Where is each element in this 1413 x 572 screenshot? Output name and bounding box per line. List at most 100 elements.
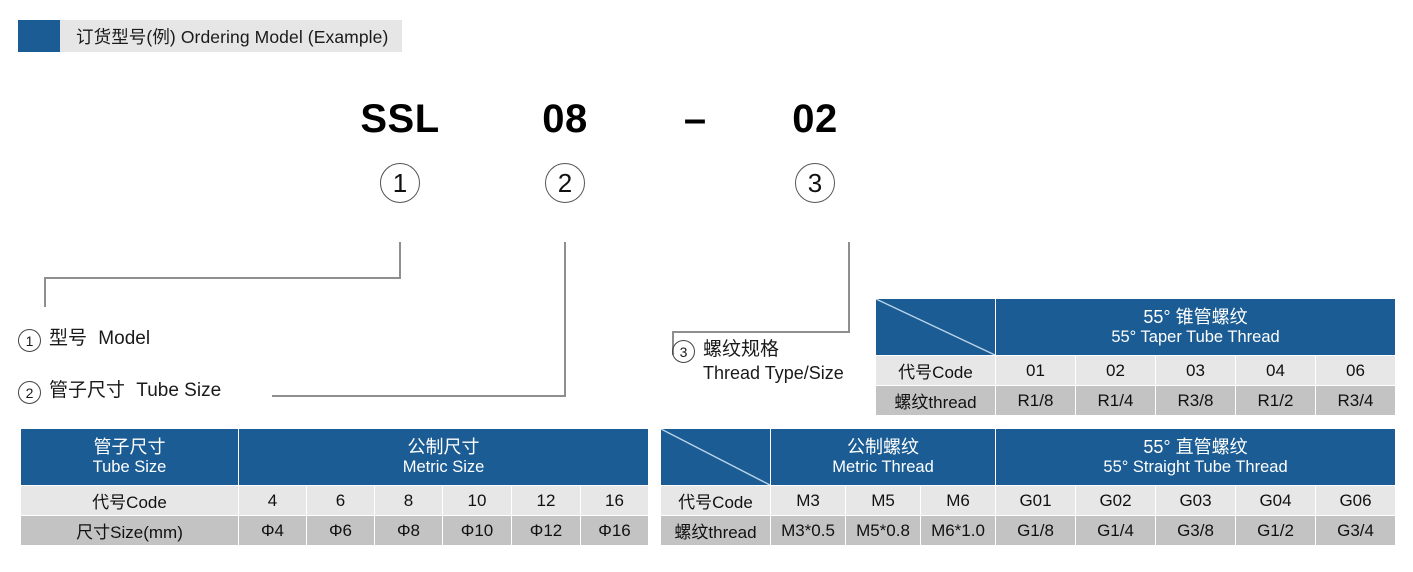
- tube-size-code-cell: 8: [374, 485, 443, 516]
- tube-size-value-cell: Φ8: [374, 515, 443, 546]
- table-row: 螺纹thread M3*0.5 M5*0.8 M6*1.0 G1/8 G1/4 …: [660, 515, 1397, 546]
- taper-code-cell: 04: [1235, 355, 1316, 386]
- model-code-marker-3: 3: [795, 163, 835, 203]
- tube-size-code-cell: 6: [306, 485, 375, 516]
- leader-line-3-vertical-right: [848, 242, 850, 332]
- straight-thread-header-cn: 55° 直管螺纹: [1143, 436, 1248, 457]
- tube-size-header-right-cn: 公制尺寸: [407, 436, 480, 457]
- table-row: 螺纹thread R1/8 R1/4 R3/8 R1/2 R3/4: [875, 385, 1396, 416]
- leader-line-1-vertical-right: [399, 242, 401, 278]
- legend-item-2: 2 管子尺寸 Tube Size: [18, 379, 221, 404]
- model-code-marker-1: 1: [380, 163, 420, 203]
- metric-code-cell: M5: [845, 485, 921, 516]
- taper-code-cell: 02: [1075, 355, 1156, 386]
- model-code-part-2: 08: [542, 97, 588, 141]
- diagonal-divider-icon: [661, 429, 770, 485]
- taper-thread-cell: R3/4: [1315, 385, 1396, 416]
- straight-code-cell: G02: [1075, 485, 1157, 516]
- legend-cn-2: 管子尺寸: [49, 380, 126, 401]
- leader-line-1-vertical-left: [44, 277, 46, 307]
- straight-thread-cell: G1/8: [995, 515, 1077, 546]
- straight-thread-header: 55° 直管螺纹 55° Straight Tube Thread: [995, 428, 1397, 486]
- straight-thread-cell: G3/4: [1315, 515, 1397, 546]
- tube-size-row1-label: 代号Code: [20, 485, 239, 516]
- taper-code-cell: 03: [1155, 355, 1236, 386]
- straight-code-cell: G04: [1235, 485, 1317, 516]
- metric-code-cell: M3: [770, 485, 846, 516]
- model-code-part-1: SSL: [360, 97, 440, 141]
- table-metric-straight-thread: 公制螺纹 Metric Thread 55° 直管螺纹 55° Straight…: [660, 428, 1397, 546]
- legend-text-1: 型号 Model: [49, 327, 150, 351]
- diagonal-divider-icon: [876, 299, 995, 355]
- tube-size-code-cell: 4: [238, 485, 307, 516]
- metric-corner-cell: [660, 428, 771, 486]
- tube-size-row2-label: 尺寸Size(mm): [20, 515, 239, 546]
- taper-thread-cell: R1/8: [995, 385, 1076, 416]
- straight-code-cell: G01: [995, 485, 1077, 516]
- tube-size-header-left-en: Tube Size: [92, 457, 167, 476]
- taper-code-cell: 01: [995, 355, 1076, 386]
- tube-size-value-cell: Φ4: [238, 515, 307, 546]
- legend-marker-1: 1: [18, 329, 41, 352]
- straight-thread-cell: G3/8: [1155, 515, 1237, 546]
- legend-cn-1: 型号: [49, 328, 88, 349]
- straight-code-cell: G06: [1315, 485, 1397, 516]
- legend-text-2: 管子尺寸 Tube Size: [49, 379, 221, 403]
- taper-thread-cell: R1/4: [1075, 385, 1156, 416]
- tube-size-value-cell: Φ10: [442, 515, 512, 546]
- tube-size-code-cell: 10: [442, 485, 512, 516]
- table-row: 尺寸Size(mm) Φ4 Φ6 Φ8 Φ10 Φ12 Φ16: [20, 515, 650, 546]
- tube-size-code-cell: 12: [511, 485, 581, 516]
- taper-row2-label: 螺纹thread: [875, 385, 996, 416]
- taper-header-en: 55° Taper Tube Thread: [1111, 327, 1280, 346]
- metric-code-cell: M6: [919, 485, 997, 516]
- straight-thread-cell: G1/4: [1075, 515, 1157, 546]
- taper-corner-cell: [875, 298, 996, 356]
- table-row-header: 55° 锥管螺纹 55° Taper Tube Thread: [875, 298, 1396, 356]
- section-header-banner: 订货型号(例) Ordering Model (Example): [18, 20, 403, 52]
- tube-size-header-right: 公制尺寸 Metric Size: [237, 428, 650, 486]
- tube-size-value-cell: Φ16: [579, 515, 650, 546]
- legend-text-3: 螺纹规格 Thread Type/Size: [703, 338, 844, 385]
- legend-en-3: Thread Type/Size: [703, 363, 844, 383]
- leader-line-3-vertical-left: [672, 331, 674, 355]
- banner-color-swatch: [18, 20, 60, 52]
- legend-cn-3: 螺纹规格: [703, 339, 780, 360]
- model-code-part-3: 02: [792, 97, 838, 141]
- metric-straight-row2-label: 螺纹thread: [660, 515, 771, 546]
- leader-line-3-horizontal: [672, 331, 850, 333]
- straight-code-cell: G03: [1155, 485, 1237, 516]
- model-code-row: SSL 08 – 02: [0, 95, 1413, 145]
- leader-line-2-horizontal: [272, 395, 566, 397]
- leader-line-1-horizontal: [44, 277, 401, 279]
- table-tube-size: 管子尺寸 Tube Size 公制尺寸 Metric Size 代号Code 4…: [20, 428, 650, 546]
- metric-thread-cell: M5*0.8: [845, 515, 921, 546]
- table-taper-tube-thread: 55° 锥管螺纹 55° Taper Tube Thread 代号Code 01…: [875, 298, 1396, 416]
- tube-size-value-cell: Φ12: [511, 515, 581, 546]
- taper-thread-cell: R1/2: [1235, 385, 1316, 416]
- metric-thread-header: 公制螺纹 Metric Thread: [769, 428, 997, 486]
- metric-thread-header-en: Metric Thread: [832, 457, 934, 476]
- taper-code-cell: 06: [1315, 355, 1396, 386]
- straight-thread-cell: G1/2: [1235, 515, 1317, 546]
- table-row-header: 公制螺纹 Metric Thread 55° 直管螺纹 55° Straight…: [660, 428, 1397, 486]
- legend-en-2: Tube Size: [136, 380, 222, 401]
- taper-header-cn: 55° 锥管螺纹: [1143, 306, 1248, 327]
- metric-thread-cell: M6*1.0: [919, 515, 997, 546]
- table-row: 代号Code M3 M5 M6 G01 G02 G03 G04 G06: [660, 485, 1397, 516]
- legend-item-3: 3 螺纹规格 Thread Type/Size: [672, 338, 844, 385]
- legend-item-1: 1 型号 Model: [18, 327, 150, 352]
- legend-marker-3: 3: [672, 340, 695, 363]
- tube-size-code-cell: 16: [579, 485, 650, 516]
- tube-size-header-right-en: Metric Size: [402, 457, 485, 476]
- model-code-marker-2: 2: [545, 163, 585, 203]
- metric-straight-row1-label: 代号Code: [660, 485, 771, 516]
- taper-thread-cell: R3/8: [1155, 385, 1236, 416]
- tube-size-header-left: 管子尺寸 Tube Size: [20, 428, 239, 486]
- legend-marker-2: 2: [18, 381, 41, 404]
- straight-thread-header-en: 55° Straight Tube Thread: [1103, 457, 1288, 476]
- table-row: 代号Code 01 02 03 04 06: [875, 355, 1396, 386]
- tube-size-value-cell: Φ6: [306, 515, 375, 546]
- table-row-header: 管子尺寸 Tube Size 公制尺寸 Metric Size: [20, 428, 650, 486]
- taper-row1-label: 代号Code: [875, 355, 996, 386]
